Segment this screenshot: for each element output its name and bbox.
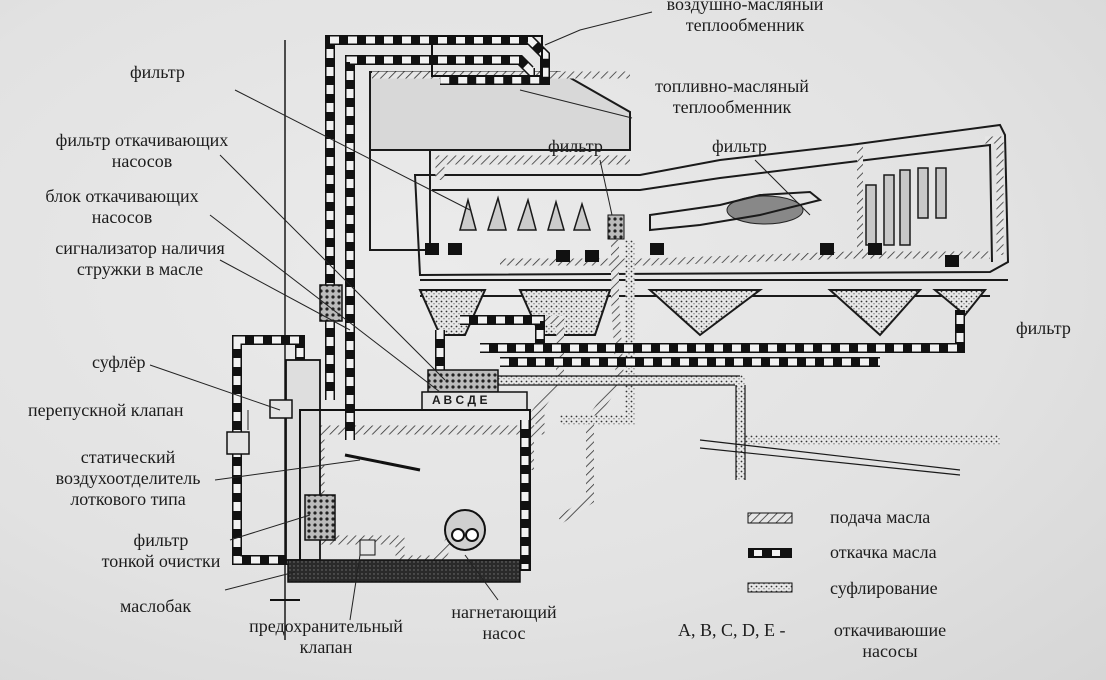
label-deaerator-line-3: лоткового типа (70, 489, 186, 509)
legend-breathing: суфлирование (830, 578, 938, 598)
filter-element-mid (607, 214, 625, 240)
legend-pumps-key: A, B, C, D, E - (678, 620, 786, 640)
label-pressure-pump-line-2: насос (482, 623, 526, 643)
label-air-oil-heat-exchanger-line-2: теплообменник (685, 15, 805, 35)
compressor-blades (459, 195, 592, 231)
label-filter-3: фильтр (712, 136, 767, 156)
label-scavenge-pump-block-line-1: блок откачивающих (45, 186, 199, 206)
label-air-oil-heat-exchanger-line-1: воздушно-масляный (666, 0, 824, 14)
label-scavenge-pump-block: блок откачивающих насосов (12, 186, 232, 228)
label-scavenge-filter: фильтр откачивающих насосов (22, 130, 262, 172)
engine-casing (284, 40, 1010, 640)
label-filter-1: фильтр (130, 62, 185, 82)
label-scavenge-pump-block-line-2: насосов (91, 207, 153, 227)
label-pump-letters: A B C Д E (432, 393, 488, 407)
legend-scavenge: откачка масла (830, 542, 937, 562)
legend-pumps-desc-line-2: насосы (862, 641, 918, 661)
label-fuel-oil-heat-exchanger-line-1: топливно-масляный (655, 76, 809, 96)
label-fine-filter: фильтр тонкой очистки (86, 530, 236, 572)
legend-pumps-desc-line-1: откачиваюшие (833, 620, 947, 640)
label-bypass-valve: перепускной клапан (28, 400, 184, 420)
label-chip-detector-line-1: сигнализатор наличия (55, 238, 225, 258)
label-fine-filter-line-1: фильтр (133, 530, 189, 550)
oil-tank (226, 359, 531, 601)
label-fuel-oil-heat-exchanger-line-2: теплообменник (672, 97, 792, 117)
label-relief-valve-line-1: предохранительный (249, 616, 403, 636)
leader-lines (149, 11, 811, 621)
breather-lines (470, 240, 1000, 480)
label-fuel-oil-heat-exchanger: топливно-масляный теплообменник (632, 76, 832, 118)
label-chip-detector-line-2: стружки в масле (76, 259, 204, 279)
label-deaerator: статический воздухоотделитель лоткового … (38, 447, 218, 510)
label-relief-valve-line-2: клапан (299, 637, 353, 657)
label-breather: суфлёр (92, 352, 146, 372)
label-chip-detector: сигнализатор наличия стружки в масле (20, 238, 260, 280)
turbine-blades (865, 167, 947, 246)
label-oil-tank: маслобак (120, 596, 192, 616)
air-oil-heat-exchanger (431, 35, 543, 77)
legend-supply: подача масла (830, 507, 931, 527)
scavenge-pump-block (421, 369, 528, 411)
legend-pumps-desc: откачиваюшие насосы (820, 620, 960, 662)
label-scavenge-filter-line-1: фильтр откачивающих (55, 130, 229, 150)
label-fine-filter-line-2: тонкой очистки (101, 551, 221, 571)
label-relief-valve: предохранительный клапан (226, 616, 426, 658)
label-pressure-pump-line-1: нагнетающий (451, 602, 557, 622)
bearing-seals (425, 243, 959, 267)
label-deaerator-line-1: статический (80, 447, 176, 467)
legend-swatches (747, 512, 793, 593)
label-pressure-pump: нагнетающий насос (444, 602, 564, 644)
label-deaerator-line-2: воздухоотделитель (55, 468, 201, 488)
label-scavenge-filter-line-2: насосов (111, 151, 173, 171)
label-air-oil-heat-exchanger: воздушно-масляный теплообменник (640, 0, 850, 36)
pressure-pump (444, 509, 486, 551)
label-filter-2: фильтр (548, 136, 603, 156)
label-filter-right: фильтр (1016, 318, 1071, 338)
